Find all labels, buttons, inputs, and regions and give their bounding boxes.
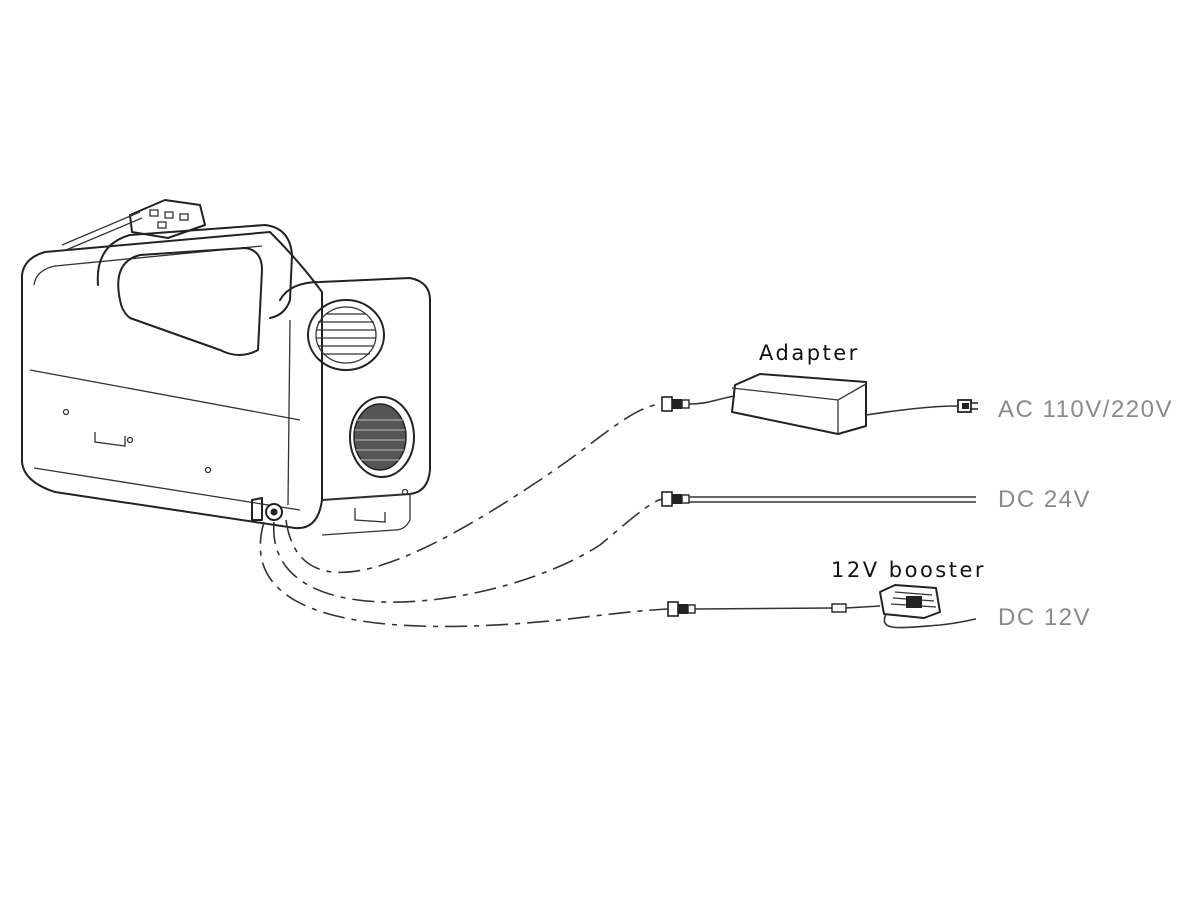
lower-grille [349,396,415,478]
dc12-branch [667,584,977,629]
power-inlet-socket [251,497,283,521]
air-conditioner-unit [21,199,431,536]
dc24-branch [661,491,976,507]
adapter-label: Adapter [759,341,860,365]
booster-label: 12V booster [831,558,987,582]
dc24-voltage-label: DC 24V [998,486,1092,513]
power-adapter-icon [731,373,867,435]
connector-plug-dc24 [661,491,690,507]
connector-plug-dc12 [667,601,696,617]
booster-module-icon [879,584,941,619]
adapter-branch [661,373,978,435]
connection-lines [259,403,669,628]
ac-voltage-label: AC 110V/220V [998,396,1173,423]
dc12-voltage-label: DC 12V [998,604,1092,631]
connector-plug-ac [661,396,690,412]
upper-vent [307,299,385,371]
carry-handle [96,224,293,356]
ac-wall-plug-icon [957,399,978,413]
control-panel [61,199,206,251]
